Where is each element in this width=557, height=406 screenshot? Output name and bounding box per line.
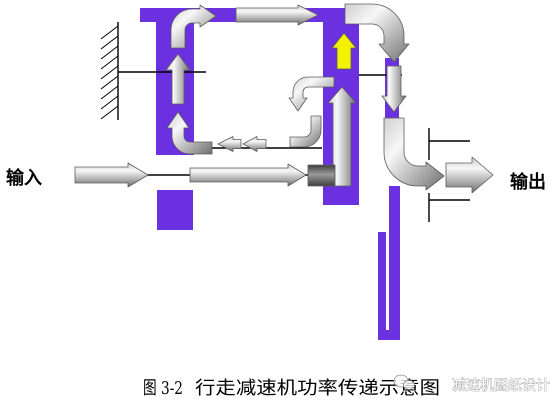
watermark-logo-icon xyxy=(393,374,415,390)
wall-hatch-line xyxy=(100,85,119,100)
power-flow-arrows xyxy=(74,3,494,194)
wall-hatch-line xyxy=(100,25,119,40)
input-arrow-left xyxy=(74,162,149,188)
wall-hatch-line xyxy=(100,75,119,90)
highlight-up-arrow xyxy=(331,32,357,70)
frame-small-block xyxy=(157,190,193,230)
wall-hatch-line xyxy=(100,35,119,50)
figure-number: 图 3-2 xyxy=(143,378,183,399)
frame-left-leg xyxy=(378,232,386,340)
input-arrow-right xyxy=(189,163,307,187)
return-curve-arrow xyxy=(289,115,322,148)
left-arrow-1 xyxy=(217,136,242,152)
watermark-text: 减速机图纸设计 xyxy=(452,378,550,394)
top-right-arrow xyxy=(235,4,319,26)
output-arrow xyxy=(445,156,494,194)
wall-hatch-line xyxy=(100,55,119,70)
dark-elbow-block xyxy=(307,164,336,187)
frame-right-leg xyxy=(389,186,400,340)
right-column-up-arrow xyxy=(327,86,357,187)
top-left-curve-arrow xyxy=(170,4,217,49)
left-arrow-2 xyxy=(242,136,267,152)
wall-hatch-line xyxy=(100,65,119,80)
loop-down-arrow xyxy=(288,76,335,112)
watermark: 减速机图纸设计 xyxy=(393,374,550,394)
output-curve-arrow xyxy=(383,117,445,191)
wall-hatch-line xyxy=(100,105,119,120)
top-right-curve-arrow xyxy=(344,3,410,63)
left-column-up-arrow xyxy=(165,53,191,105)
left-column-curve-arrow xyxy=(166,111,213,155)
input-label: 输入 xyxy=(6,167,42,189)
frame-bottom-bar xyxy=(378,330,400,340)
figure-caption: 行走减速机功率传递示意图 xyxy=(195,378,440,399)
wall-hatch-line xyxy=(100,45,119,60)
wall-hatch-line xyxy=(100,95,119,110)
right-down-arrow xyxy=(381,65,407,113)
output-label: 输出 xyxy=(510,171,546,193)
